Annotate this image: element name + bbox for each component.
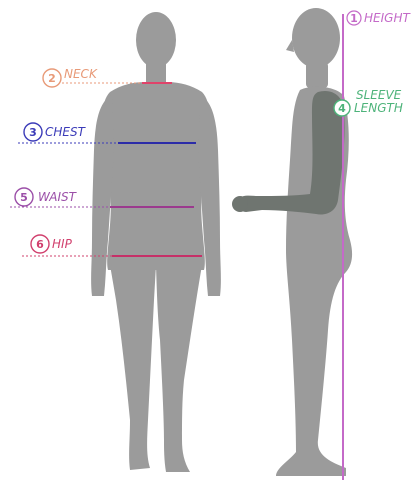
chest-number: 3 — [29, 126, 37, 139]
sleeve-text-line1: SLEEVE — [356, 88, 402, 102]
hip-text: HIP — [52, 237, 73, 251]
height-label: 1 HEIGHT — [347, 11, 411, 25]
hip-label: 6 HIP — [31, 235, 73, 253]
chest-label: 3 CHEST — [24, 123, 87, 141]
side-figure — [232, 8, 352, 476]
front-figure — [91, 12, 221, 472]
neck-label: 2 NECK — [43, 67, 98, 87]
sleeve-number: 4 — [338, 102, 346, 115]
neck-text: NECK — [64, 67, 98, 81]
chest-text: CHEST — [45, 125, 87, 139]
sleeve-text-line2: LENGTH — [354, 101, 403, 115]
waist-number: 5 — [20, 191, 28, 204]
neck-number: 2 — [48, 72, 56, 85]
waist-label: 5 WAIST — [15, 188, 78, 206]
height-number: 1 — [350, 12, 358, 25]
hip-number: 6 — [36, 238, 44, 251]
waist-text: WAIST — [38, 190, 78, 204]
height-text: HEIGHT — [364, 11, 411, 25]
sleeve-length-label: 4 SLEEVE LENGTH — [334, 88, 403, 116]
